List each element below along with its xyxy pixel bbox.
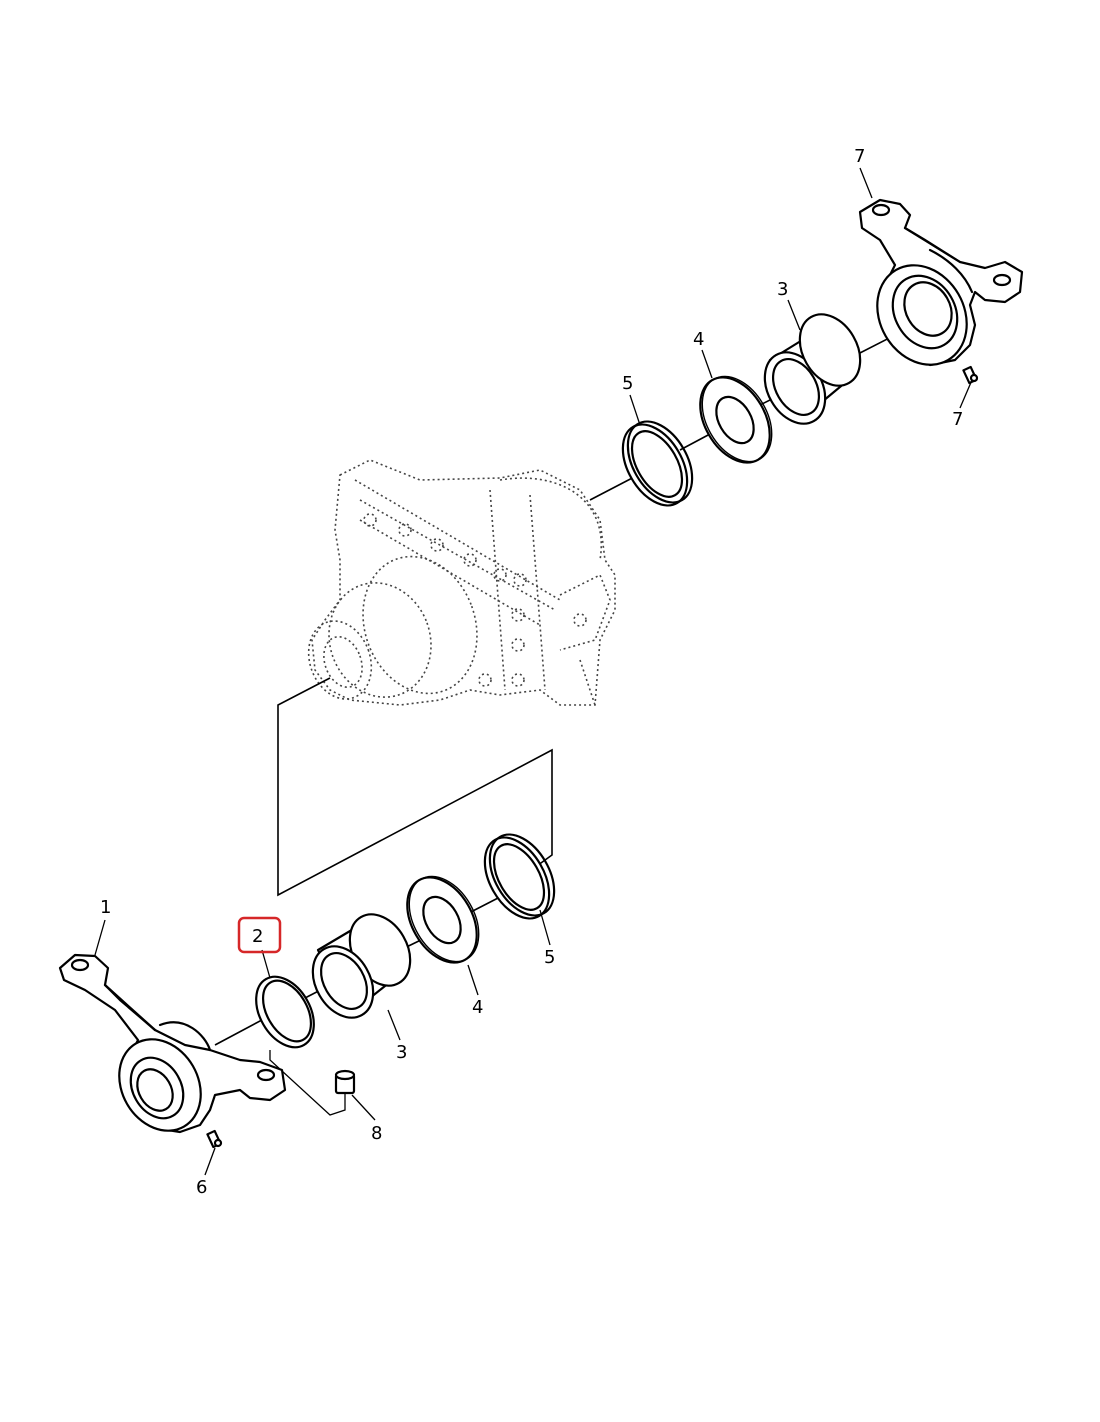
left-steering-knuckle (58, 953, 287, 1134)
right-grease-fitting (962, 365, 979, 385)
callout-7-right: 7 (952, 409, 963, 430)
o-ring (255, 975, 315, 1049)
right-seal-ring (621, 420, 694, 507)
callout-leaders (94, 167, 973, 1176)
callout-3-right: 3 (777, 279, 788, 300)
callout-5-left: 5 (544, 947, 555, 968)
callout-3-left: 3 (396, 1042, 407, 1063)
assembly-axis-lines (214, 329, 906, 1116)
left-bushing (311, 913, 412, 1019)
callout-7-left: 6 (196, 1177, 207, 1198)
right-thrust-washer (699, 375, 773, 464)
callout-2: 2 (252, 926, 263, 947)
left-thrust-washer (406, 875, 480, 964)
axle-housing-phantom (307, 459, 616, 706)
callout-4-right: 4 (693, 329, 704, 350)
callout-1: 1 (100, 897, 111, 918)
dowel-pin (334, 1069, 356, 1095)
right-steering-knuckle (858, 198, 1024, 367)
left-grease-fitting (206, 1129, 223, 1149)
left-seal-ring (483, 833, 556, 920)
right-bushing (763, 313, 862, 425)
callout-2-highlight (237, 916, 282, 954)
callout-8: 8 (371, 1123, 382, 1144)
callout-4-left: 4 (472, 997, 483, 1018)
callout-6: 7 (854, 146, 865, 167)
callout-5-right: 5 (622, 373, 633, 394)
callout-labels: 7 3 4 5 7 1 2 3 4 5 6 8 (100, 146, 963, 1198)
